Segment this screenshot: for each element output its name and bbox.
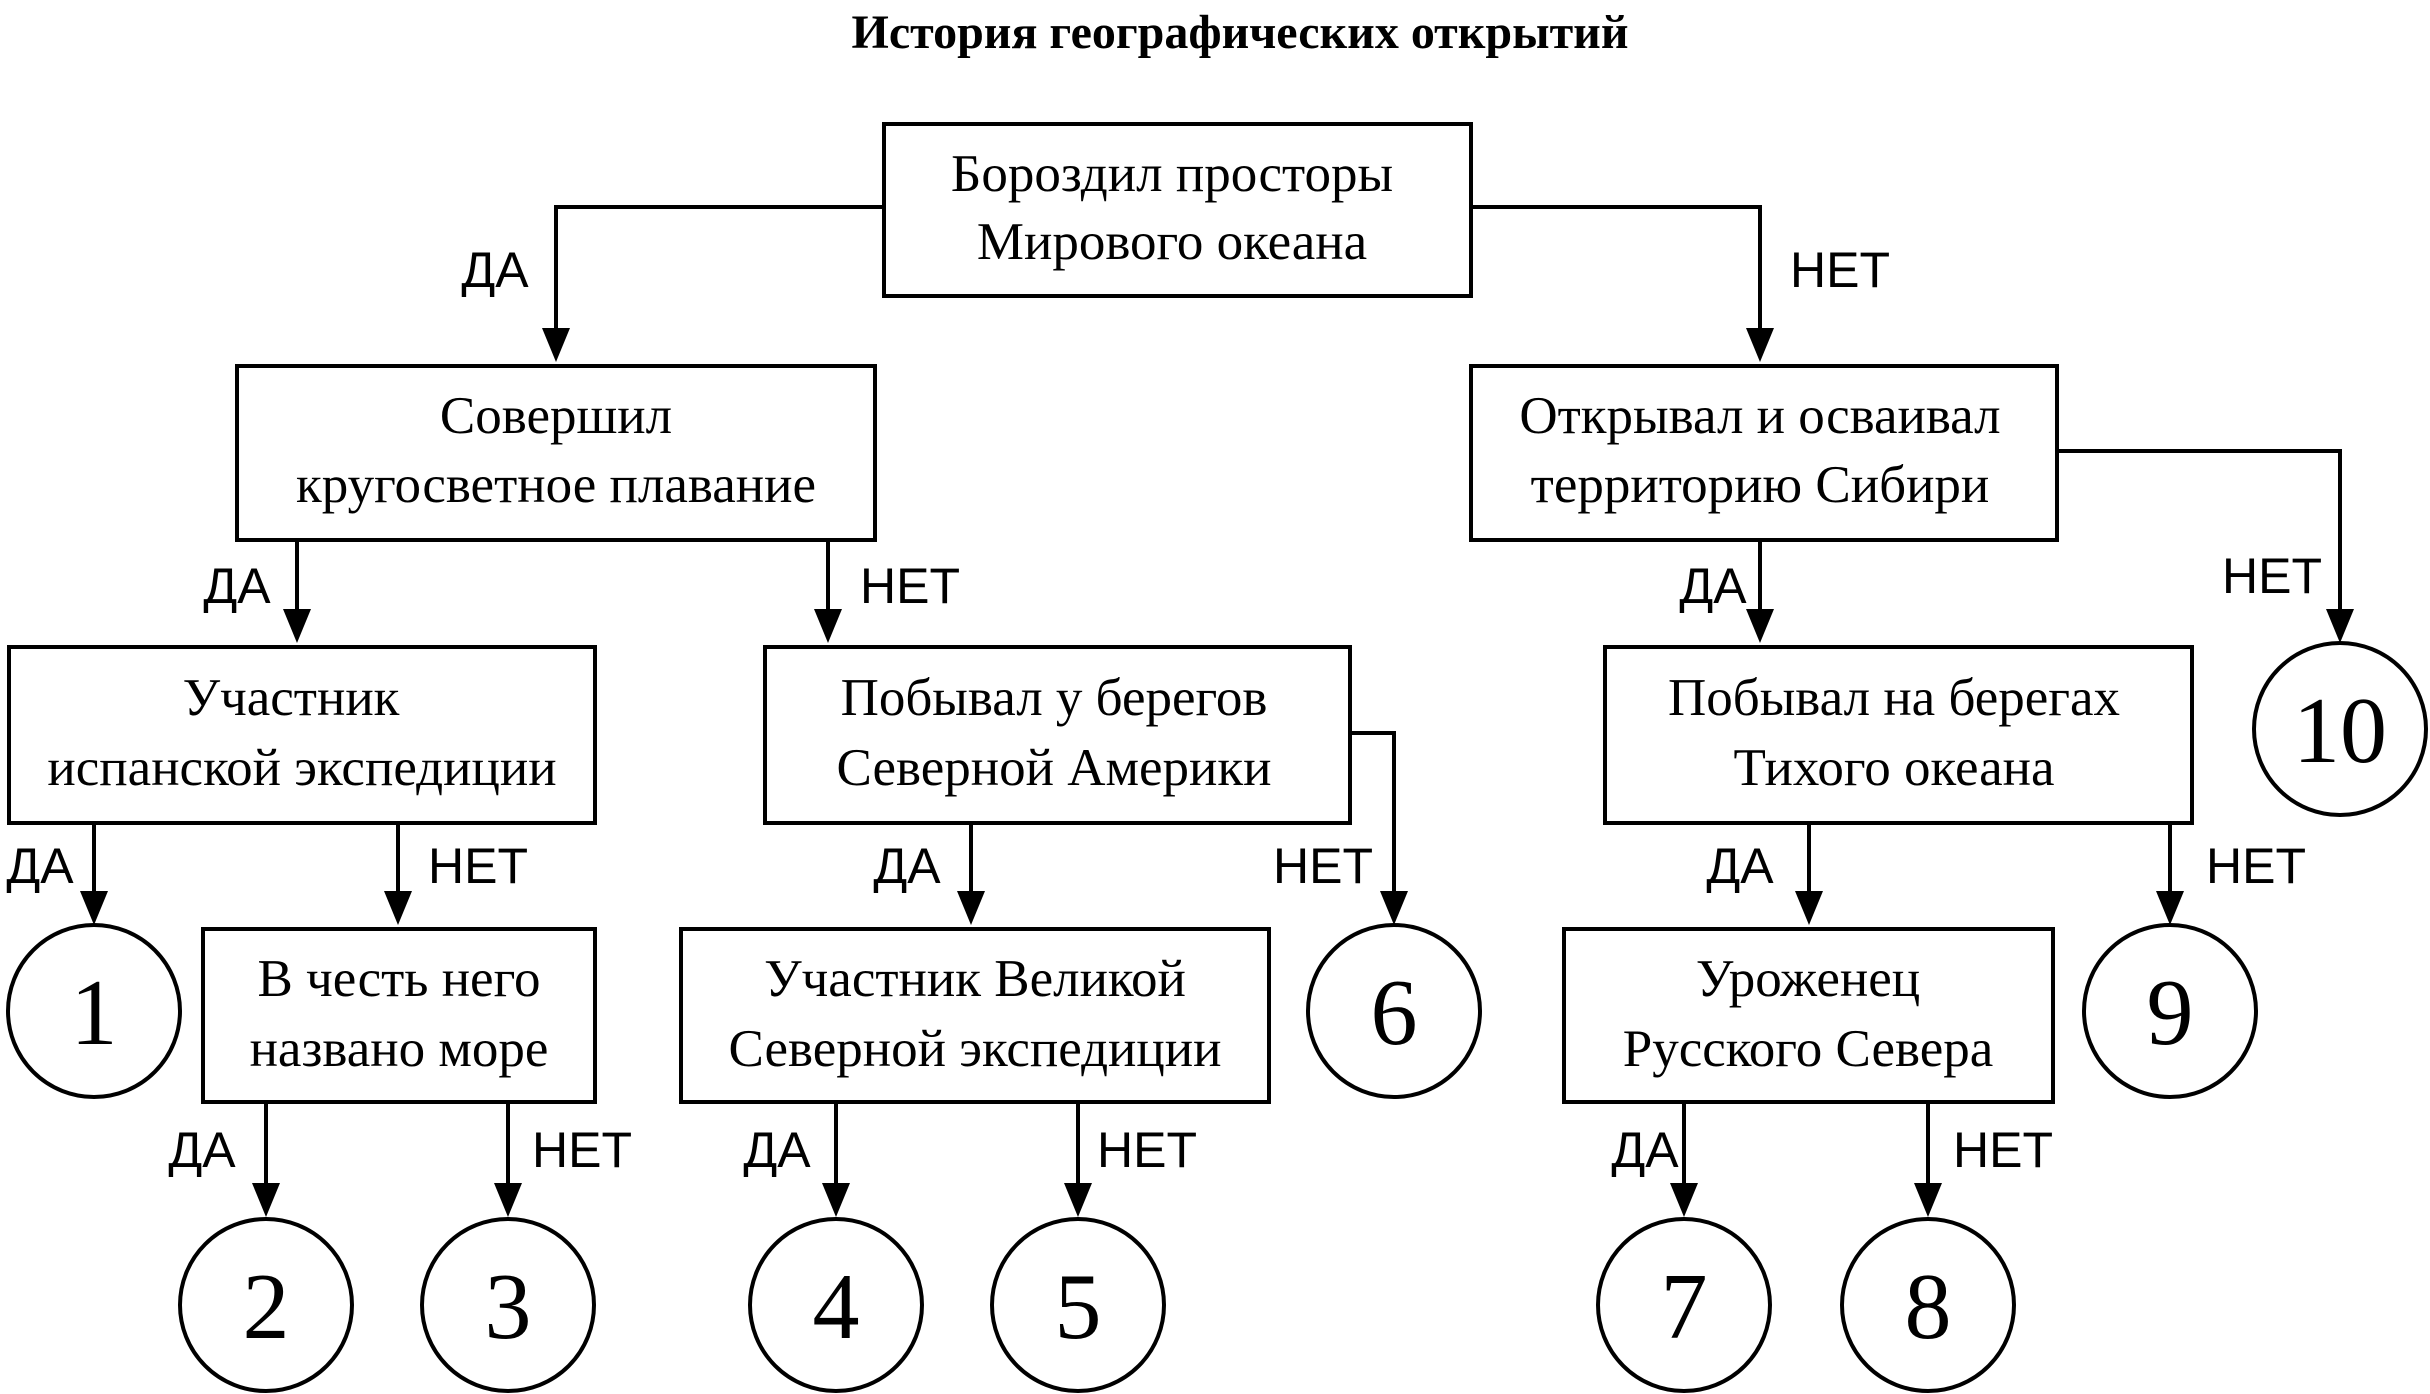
leaf-label-9: 9 [2147,961,2194,1065]
leaf-circle-1 [6,923,182,1099]
edge-labels: ДА НЕТ ДА НЕТ ДА НЕТ ДА НЕТ ДА НЕТ ДА НЕ… [6,242,2322,1178]
question-q2-line-2: кругосветное плавание [296,456,816,514]
leaf-circle-3 [420,1217,596,1393]
edge-label-yes: ДА [1611,1122,1679,1178]
question-q1-line-1: Бороздил просторы [951,145,1393,203]
question-q1-line-2: Мирового океана [977,213,1367,271]
question-box-q5 [763,645,1352,825]
question-box-q3 [1469,364,2059,542]
arrowhead-q5 [814,609,842,643]
arrowhead-leaf2 [252,1183,280,1217]
leaf-label-1: 1 [71,961,118,1065]
edge-label-yes: ДА [6,838,74,894]
leaf-label-4: 4 [813,1255,860,1359]
question-q5-line-2: Северной Америки [836,739,1271,797]
question-texts: Бороздил просторы Мирового океана Соверш… [47,145,2120,1078]
leaf-label-2: 2 [243,1255,290,1359]
edge-q1-q2 [554,205,884,352]
question-box-q9 [1562,927,2055,1104]
arrowhead-leaf10 [2326,609,2354,643]
edge-label-no: НЕТ [1953,1122,2053,1178]
arrowhead-leaf7 [1670,1183,1698,1217]
question-box-q1 [882,122,1473,298]
edge-label-yes: ДА [1706,838,1774,894]
edge-label-yes: ДА [203,558,271,614]
question-boxes [7,122,2194,1104]
question-q4-line-1: Участник [183,669,400,727]
leaf-circle-2 [178,1217,354,1393]
leaf-circle-4 [748,1217,924,1393]
arrowhead-q8 [957,891,985,925]
arrowhead-leaf9 [2156,891,2184,925]
question-q6-line-2: Тихого океана [1733,739,2054,797]
edge-label-yes: ДА [1679,558,1747,614]
question-q8-line-2: Северной экспедиции [728,1020,1221,1078]
arrowhead-q3 [1746,328,1774,362]
question-q9-line-1: Уроженец [1696,950,1920,1008]
leaf-label-10: 10 [2293,679,2387,783]
arrowhead-leaf3 [494,1183,522,1217]
question-box-q4 [7,645,597,825]
question-q7-line-2: названо море [250,1020,549,1078]
edge-label-no: НЕТ [2206,838,2306,894]
edge-label-no: НЕТ [1790,242,1890,298]
question-q2-line-1: Совершил [440,387,672,445]
question-box-q2 [235,364,877,542]
arrowhead-leaf1 [80,891,108,925]
leaf-label-3: 3 [485,1255,532,1359]
question-q6-line-1: Побывал на берегах [1668,669,2120,727]
leaf-circle-9 [2082,923,2258,1099]
arrowhead-q7 [384,891,412,925]
leaf-label-7: 7 [1661,1255,1708,1359]
arrowhead-leaf8 [1914,1183,1942,1217]
leaf-label-8: 8 [1905,1255,1952,1359]
question-q7-line-1: В честь него [257,950,540,1008]
leaf-circle-10 [2252,641,2428,817]
question-box-q7 [201,927,597,1104]
question-box-q8 [679,927,1271,1104]
edge-label-no: НЕТ [1273,838,1373,894]
question-q8-line-1: Участник Великой [764,950,1186,1008]
arrowhead-leaf4 [822,1183,850,1217]
question-q4-line-2: испанской экспедиции [47,739,556,797]
arrowhead-leaf5 [1064,1183,1092,1217]
edge-label-yes: ДА [168,1122,236,1178]
edge-q3-leaf10 [2057,449,2342,633]
arrowhead-q4 [283,609,311,643]
arrowhead-q9 [1795,891,1823,925]
question-q9-line-2: Русского Севера [1623,1020,1994,1078]
leaf-circle-5 [990,1217,1166,1393]
leaf-labels: 1 2 3 4 5 6 7 8 9 10 [71,679,2388,1359]
edge-q1-q3 [1471,205,1762,352]
edge-label-yes: ДА [873,838,941,894]
edge-label-no: НЕТ [532,1122,632,1178]
edge-label-yes: ДА [743,1122,811,1178]
leaf-circles [6,641,2428,1393]
question-q5-line-1: Побывал у берегов [841,669,1268,727]
question-q3-line-2: территорию Сибири [1531,456,1990,514]
edge-q5-leaf6 [1350,731,1396,915]
edge-label-no: НЕТ [1097,1122,1197,1178]
question-q3-line-1: Открывал и осваивал [1519,387,2000,445]
leaf-label-6: 6 [1371,961,1418,1065]
question-box-q6 [1603,645,2194,825]
diagram-title: История географических открытий [852,6,1629,59]
arrowheads [80,328,2354,1217]
edge-label-no: НЕТ [2222,548,2322,604]
leaf-label-5: 5 [1055,1255,1102,1359]
arrowhead-q2 [542,328,570,362]
edge-label-no: НЕТ [428,838,528,894]
leaf-circle-7 [1596,1217,1772,1393]
edge-label-yes: ДА [461,242,529,298]
leaf-circle-8 [1840,1217,2016,1393]
arrowhead-leaf6 [1380,891,1408,925]
edge-label-no: НЕТ [860,558,960,614]
arrowhead-q6 [1746,609,1774,643]
leaf-circle-6 [1306,923,1482,1099]
